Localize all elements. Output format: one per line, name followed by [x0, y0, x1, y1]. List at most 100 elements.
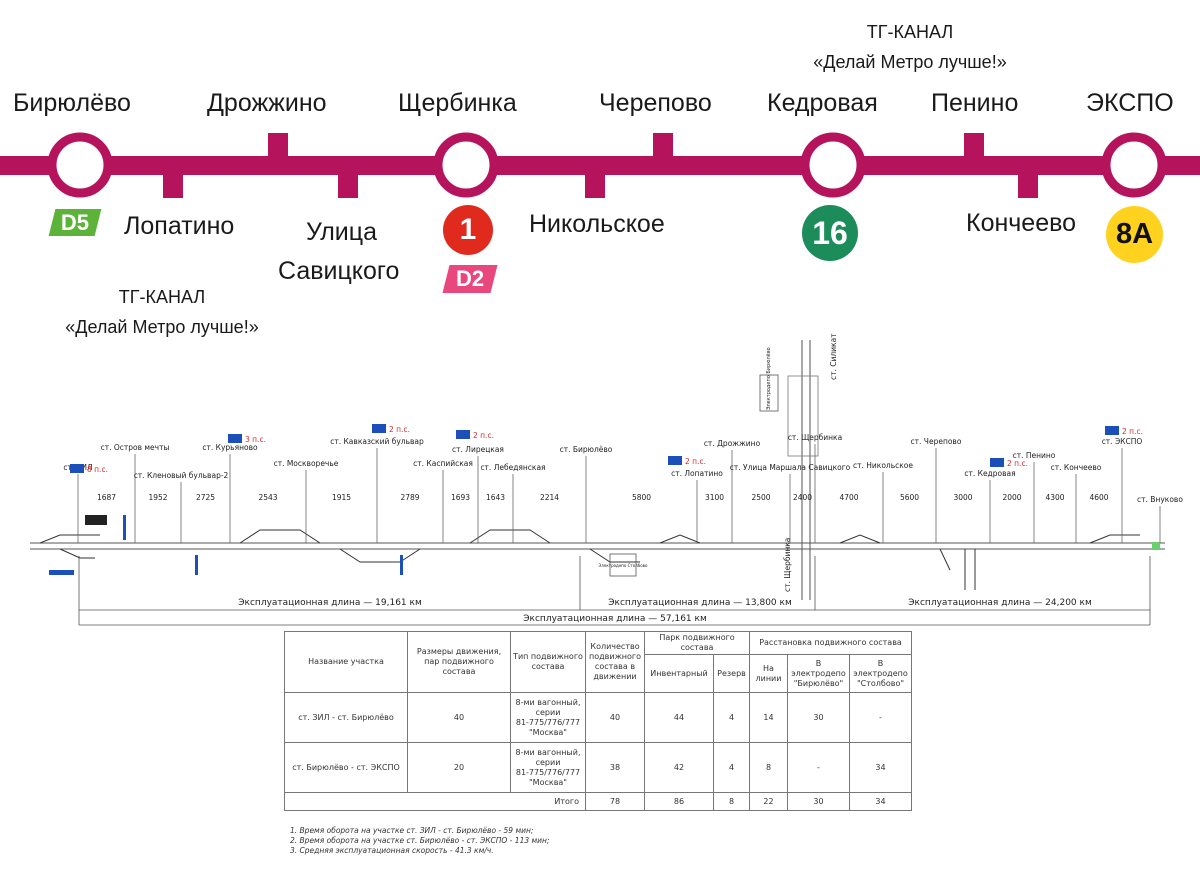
- scheme-station-label: ст. Бирюлёво: [560, 445, 613, 454]
- depot-count: 2 п.с.: [1007, 459, 1028, 468]
- scheme-station-label: ст. Москворечье: [274, 459, 339, 468]
- th-place-bir: В электродепо "Бирюлёво": [787, 654, 850, 693]
- scheme-station-label: ст. Лопатино: [671, 469, 723, 478]
- scheme-distance: 3000: [953, 493, 972, 502]
- depot-train-icon: [456, 430, 470, 439]
- length-seg1: Эксплуатационная длина — 19,161 км: [238, 598, 421, 608]
- th-park-inv: Инвентарный: [644, 654, 714, 693]
- promo-top-right-line1: ТГ-КАНАЛ: [866, 22, 954, 42]
- th-place: Расстановка подвижного состава: [749, 631, 912, 655]
- scheme-distance: 2789: [400, 493, 419, 502]
- tick-drozhzhino: [268, 133, 288, 163]
- rolling-stock-table: Название участка Размеры движения, пар п…: [284, 631, 912, 811]
- tick-koncheevo: [1018, 168, 1038, 198]
- scheme-distance: 2543: [258, 493, 277, 502]
- scheme-distance: 4300: [1045, 493, 1064, 502]
- transfer-d2-badge: D2: [442, 265, 498, 293]
- station-drozhzhino: Дрожжино: [207, 89, 327, 117]
- length-total: Эксплуатационная длина — 57,161 км: [523, 614, 706, 624]
- line-diagram: Бирюлёво Лопатино Дрожжино Улица Савицко…: [0, 0, 1200, 340]
- depot-count: 2 п.с.: [473, 431, 494, 440]
- station-nikolskoe: Никольское: [529, 210, 665, 238]
- scheme-distance: 1693: [451, 493, 470, 502]
- scheme-distance: 2214: [540, 493, 559, 502]
- note-1: 1. Время оборота на участке ст. ЗИЛ - ст…: [290, 826, 534, 835]
- note-2: 2. Время оборота на участке ст. Бирюлёво…: [290, 836, 550, 845]
- th-type: Тип подвижного состава: [510, 631, 586, 693]
- station-penino: Пенино: [931, 89, 1019, 117]
- depot-train-icon: [1105, 426, 1119, 435]
- station-biryulevo: Бирюлёво: [13, 89, 131, 117]
- promo-left: ТГ-КАНАЛ «Делай Метро лучше!»: [42, 284, 282, 340]
- scheme-station-label: ст. Улица Маршала Савицкого: [730, 463, 851, 472]
- scheme-station-label: ст. Курьяново: [202, 443, 258, 452]
- table-row: ст. ЗИЛ - ст. Бирюлёво 40 8-ми вагонный,…: [284, 692, 912, 743]
- station-savitskogo-2: Савицкого: [278, 257, 400, 285]
- scheme-distance: 1643: [486, 493, 505, 502]
- scheme-station-label: ст. ЭКСПО: [1102, 437, 1143, 446]
- depot-train-icon: [228, 434, 242, 443]
- node-biryulevo: [47, 132, 113, 198]
- tick-savitskogo: [338, 168, 358, 198]
- promo-left-line2: «Делай Метро лучше!»: [65, 317, 259, 337]
- station-savitskogo-1: Улица: [306, 218, 377, 246]
- length-seg3: Эксплуатационная длина — 24,200 км: [908, 598, 1091, 608]
- scheme-station-label: ст. Внуково: [1137, 495, 1183, 504]
- scheme-station-label: ст. Никольское: [853, 461, 913, 470]
- station-expo: ЭКСПО: [1086, 89, 1174, 117]
- transfer-d5-badge: D5: [48, 209, 102, 236]
- scheme-distance: 2725: [196, 493, 215, 502]
- scheme-station-label: ст. Черепово: [911, 437, 962, 446]
- notes: 1. Время оборота на участке ст. ЗИЛ - ст…: [290, 826, 549, 856]
- th-name: Название участка: [284, 631, 408, 693]
- line-track: [0, 132, 1200, 198]
- node-expo: [1101, 132, 1167, 198]
- scheme-station-label: ст. Пенино: [1013, 451, 1056, 460]
- table-row: ст. Бирюлёво - ст. ЭКСПО 20 8-ми вагонны…: [284, 742, 912, 793]
- scheme-distance: 5600: [900, 493, 919, 502]
- promo-top-right-line2: «Делай Метро лучше!»: [813, 52, 1007, 72]
- tick-nikolskoe: [585, 168, 605, 198]
- scheme-station-label: ст. Лебедянская: [480, 463, 545, 472]
- tick-lopatino: [163, 168, 183, 198]
- station-shcherbinka: Щербинка: [398, 89, 517, 117]
- scheme-distance: 2500: [751, 493, 770, 502]
- scheme-station-label: ст. Кончеево: [1051, 463, 1102, 472]
- depot-count: 2 п.с.: [389, 425, 410, 434]
- th-park: Парк подвижного состава: [644, 631, 750, 655]
- promo-left-line1: ТГ-КАНАЛ: [118, 287, 206, 307]
- station-koncheevo: Кончеево: [966, 209, 1077, 237]
- scheme-side-silikat: ст. Силикат: [829, 333, 838, 380]
- th-place-line: На линии: [749, 654, 788, 693]
- scheme-station-label: ст. Кедровая: [964, 469, 1015, 478]
- scheme-station-label: ст. Кавказский бульвар: [330, 437, 424, 446]
- depot-box-biryulevo-label: Электродепо Бирюлёво: [766, 347, 772, 410]
- transfer-line-1-badge: 1: [443, 205, 493, 255]
- station-kedrovaya: Кедровая: [767, 89, 878, 117]
- th-place-sto: В электродепо "Столбово": [849, 654, 912, 693]
- table-total-row: Итого 78 86 8 22 30 34: [284, 792, 912, 811]
- depot-count: 2 п.с.: [685, 457, 706, 466]
- scheme-distance: 5800: [632, 493, 651, 502]
- scheme-station-label: ст. Остров мечты: [101, 443, 170, 452]
- station-lopatino: Лопатино: [124, 212, 235, 240]
- note-3: 3. Средняя эксплуатационная скорость - 4…: [290, 846, 494, 855]
- scheme-station-label: ст. Кленовый бульвар-2: [134, 471, 229, 480]
- scheme-distance: 1952: [148, 493, 167, 502]
- depot-train-icon: [990, 458, 1004, 467]
- node-kedrovaya: [800, 132, 866, 198]
- depot-train-icon: [70, 464, 84, 473]
- scheme-distance: 3100: [705, 493, 724, 502]
- scheme-station-label: ст. Лирецкая: [452, 445, 504, 454]
- depot-box-biryulevo: [759, 374, 779, 412]
- scheme-station-label: ст. Щербинка: [788, 433, 842, 442]
- scheme-distance: 1687: [97, 493, 116, 502]
- length-seg2: Эксплуатационная длина — 13,800 км: [608, 598, 791, 608]
- tick-penino: [964, 133, 984, 163]
- depot-train-icon: [668, 456, 682, 465]
- depot-count: 2 п.с.: [1122, 427, 1143, 436]
- transfer-line-8a-badge: 8А: [1106, 206, 1163, 263]
- scheme-distance: 4600: [1089, 493, 1108, 502]
- th-count: Количество подвижного состава в движении: [585, 631, 645, 693]
